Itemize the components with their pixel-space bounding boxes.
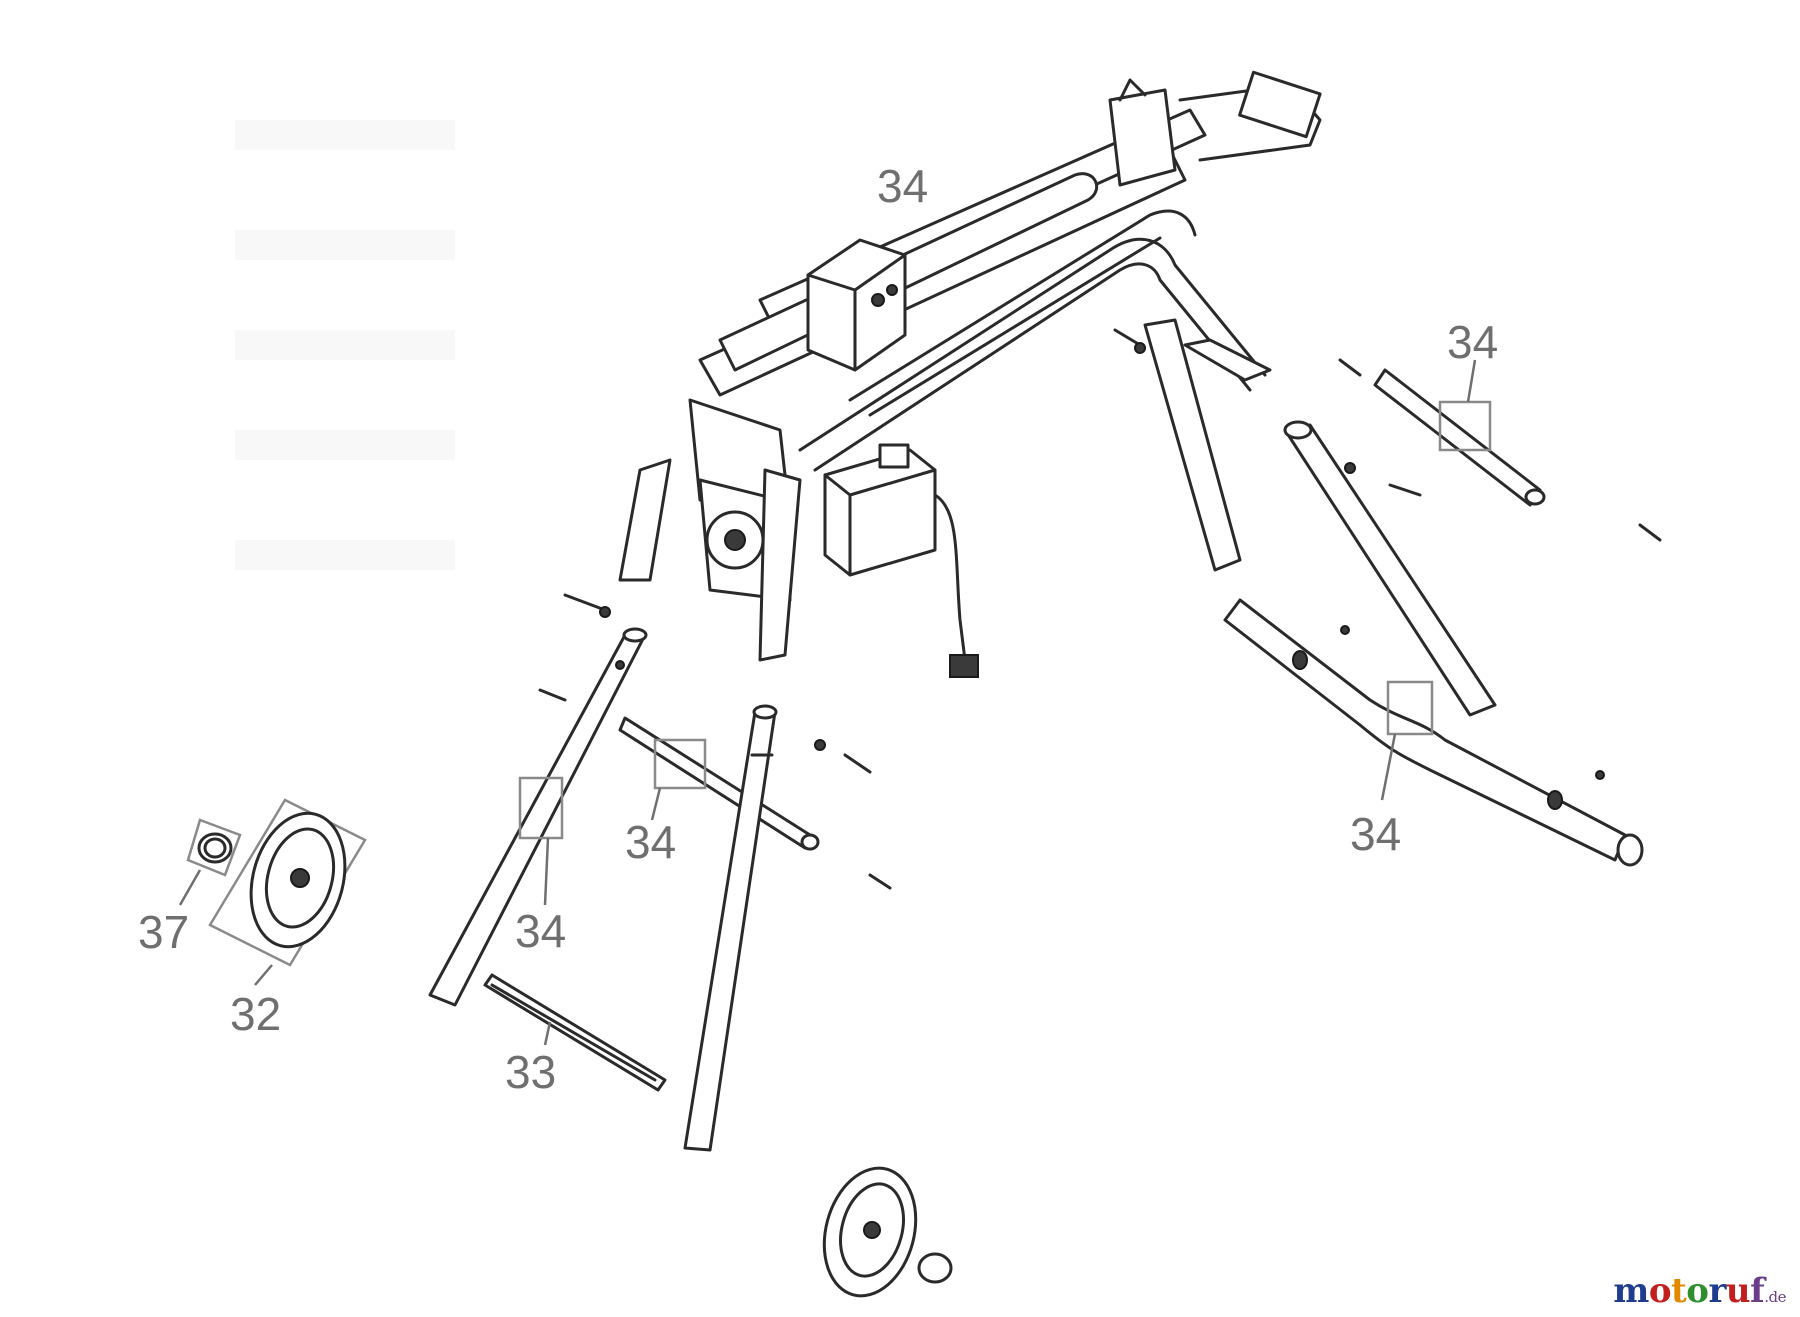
part-32-wheel xyxy=(208,798,367,986)
callout-34-center: 34 xyxy=(625,816,676,868)
part-34-curved-tube xyxy=(1223,598,1644,867)
bolts-center xyxy=(538,328,1146,890)
bottom-wheel xyxy=(822,1166,953,1298)
logo-letter: f xyxy=(1750,1271,1765,1311)
log-splitter-main-body xyxy=(618,70,1322,678)
logo-tld: .de xyxy=(1764,1288,1786,1306)
logo-letter: o xyxy=(1686,1271,1709,1311)
faint-background-blocks xyxy=(235,120,455,570)
callout-32: 32 xyxy=(230,988,281,1040)
motoruf-watermark-logo: motoruf.de xyxy=(1613,1271,1786,1311)
callout-34-right: 34 xyxy=(1447,316,1498,368)
logo-letter: u xyxy=(1725,1271,1751,1311)
callout-34-top: 34 xyxy=(877,160,928,212)
part-33-bar xyxy=(483,973,667,1092)
center-leg xyxy=(683,704,778,1152)
logo-letter: t xyxy=(1671,1271,1687,1311)
callout-34-left-leg: 34 xyxy=(515,905,566,957)
logo-letter: m xyxy=(1613,1271,1649,1311)
part-34-right-crossbar xyxy=(1373,359,1546,507)
logo-letter: o xyxy=(1648,1271,1672,1311)
callout-34-bottom-right: 34 xyxy=(1350,808,1401,860)
bolts-right xyxy=(1338,358,1662,780)
logo-letter: r xyxy=(1708,1271,1726,1311)
part-34-left-leg xyxy=(428,627,648,1007)
right-diagonal-leg xyxy=(1283,420,1497,717)
callout-37: 37 xyxy=(138,906,189,958)
callout-33: 33 xyxy=(505,1046,556,1098)
part-37-cap xyxy=(178,818,242,906)
